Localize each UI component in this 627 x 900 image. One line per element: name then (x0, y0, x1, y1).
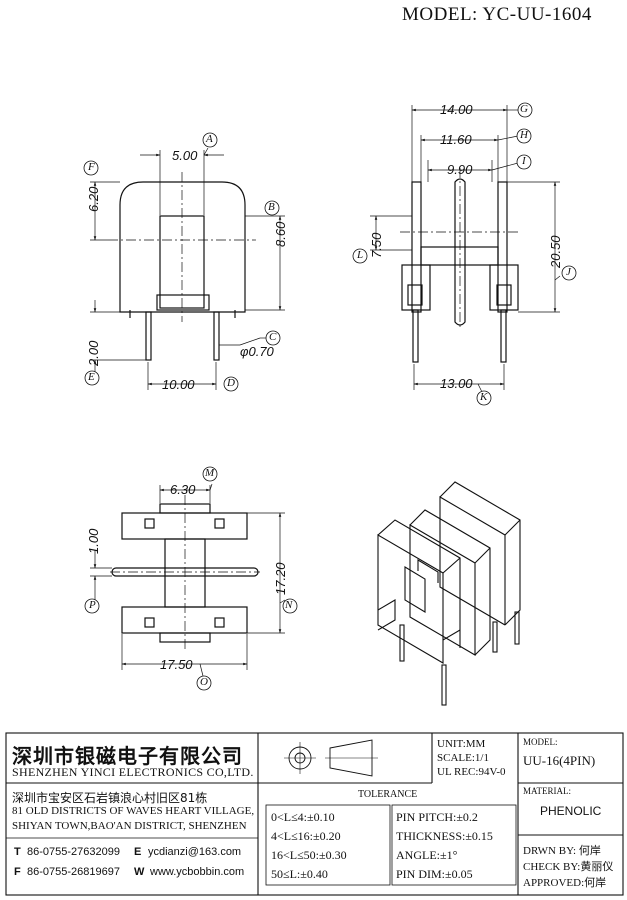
callout-k: K (480, 391, 488, 403)
model-title: MODEL: YC-UU-1604 (402, 4, 592, 25)
address-en-line1: 81 OLD DISTRICTS OF WAVES HEART VILLAGE, (12, 805, 255, 817)
dim-c: φ0.70 (240, 344, 274, 359)
thickness-tolerance: THICKNESS:±0.15 (396, 829, 493, 843)
dim-i: 9.90 (447, 162, 473, 177)
dim-a: 5.00 (172, 148, 198, 163)
model-value: UU-16(4PIN) (523, 753, 596, 768)
tolerance-row-1: 0<L≤4:±0.10 (271, 810, 335, 824)
company-name-en: SHENZHEN YINCI ELECTRONICS CO,LTD. (12, 765, 254, 779)
tolerance-row-3: 16<L≤50:±0.30 (271, 848, 347, 862)
pin-pitch-tolerance: PIN PITCH:±0.2 (396, 810, 478, 824)
callout-f: F (88, 161, 95, 173)
ul-rec-text: UL REC:94V-0 (437, 766, 506, 778)
web-link[interactable]: www.ycbobbin.com (150, 866, 245, 878)
dim-d: 10.00 (162, 377, 195, 392)
callout-c: C (269, 331, 277, 343)
tel-number: 86-0755-27632099 (27, 846, 120, 858)
email-label: E (134, 846, 142, 858)
scale-text: SCALE:1/1 (437, 752, 489, 764)
dim-o: 17.50 (160, 657, 193, 672)
top-view (110, 495, 260, 650)
unit-text: UNIT:MM (437, 738, 486, 750)
angle-tolerance: ANGLE:±1° (396, 848, 458, 862)
front-view-dimensions (90, 147, 285, 390)
callout-m: M (205, 467, 215, 479)
dim-g: 14.00 (440, 102, 473, 117)
material-value: PHENOLIC (540, 804, 602, 818)
email-link[interactable]: ycdianzi@163.com (148, 846, 242, 858)
company-name-cn: 深圳市银磁电子有限公司 (12, 744, 243, 768)
address-en-line2: SHIYAN TOWN,BAO'AN DISTRICT, SHENZHEN (12, 820, 247, 832)
material-label: MATERIAL: (523, 786, 571, 796)
dim-m: 6.30 (170, 482, 196, 497)
callout-o: O (200, 676, 208, 688)
callout-d: D (227, 377, 235, 389)
callout-j: J (566, 266, 571, 278)
isometric-view (377, 481, 521, 706)
drawn-by: DRWN BY: 何岸 (523, 845, 601, 857)
callout-p: P (89, 599, 96, 611)
approved-by: APPROVED:何岸 (523, 877, 607, 889)
top-view-dimensions (90, 483, 286, 677)
side-view (400, 168, 520, 363)
callout-i: I (522, 155, 526, 167)
callout-n: N (285, 599, 293, 611)
dim-k: 13.00 (440, 376, 473, 391)
callout-b: B (268, 201, 275, 213)
callout-g: G (520, 103, 528, 115)
projection-symbol (284, 739, 378, 777)
callout-a: A (206, 133, 213, 145)
checked-by: CHECK BY:黄丽仪 (523, 861, 614, 873)
front-view (108, 172, 256, 361)
fax-label: F (14, 866, 21, 878)
model-label: MODEL: (523, 737, 558, 747)
tolerance-heading: TOLERANCE (358, 789, 418, 800)
title-block-frame (5, 732, 624, 896)
fax-number: 86-0755-26819697 (27, 866, 120, 878)
side-view-dimensions (370, 105, 561, 397)
tolerance-row-4: 50≤L:±0.40 (271, 867, 328, 881)
tel-label: T (14, 846, 21, 858)
callout-e: E (88, 371, 95, 383)
web-label: W (134, 866, 145, 878)
address-cn: 深圳市宝安区石岩镇浪心村旧区81栋 (12, 791, 208, 805)
tolerance-row-2: 4<L≤16:±0.20 (271, 829, 341, 843)
callout-l: L (357, 249, 364, 261)
dim-h: 11.60 (440, 132, 472, 147)
callout-h: H (520, 129, 528, 141)
pin-dim-tolerance: PIN DIM:±0.05 (396, 867, 473, 881)
